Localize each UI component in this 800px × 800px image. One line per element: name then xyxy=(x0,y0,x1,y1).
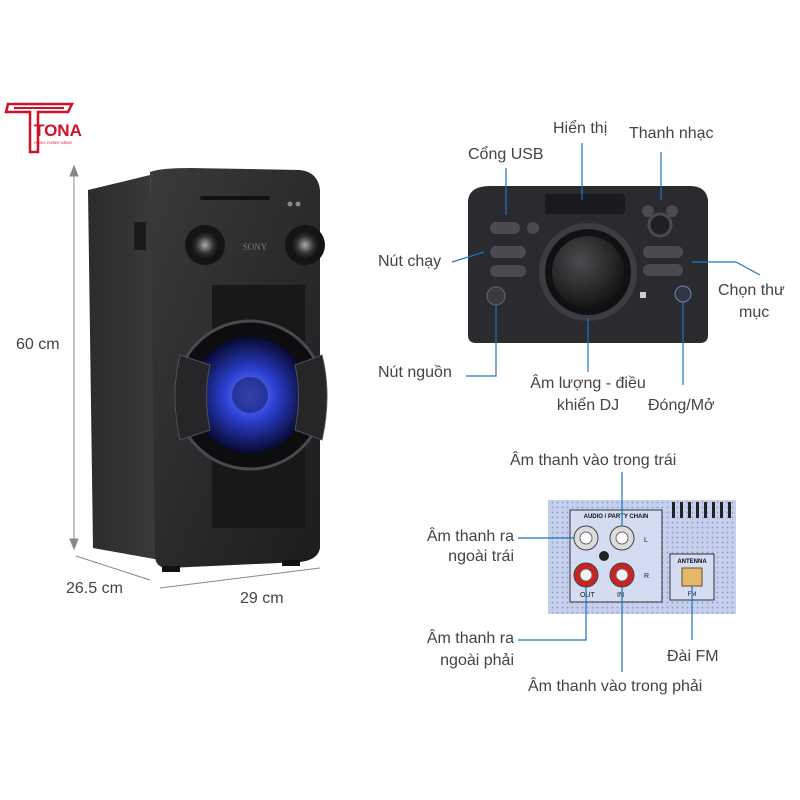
play-button-1 xyxy=(490,246,526,258)
vents xyxy=(672,502,731,518)
side-grill xyxy=(134,222,146,250)
speaker-side xyxy=(88,175,160,560)
audio-party-label: AUDIO / PARTY CHAIN xyxy=(584,514,649,520)
folder-button-1 xyxy=(643,246,683,258)
label-in-right: Âm thanh vào trong phải xyxy=(528,678,703,695)
r-label: R xyxy=(644,573,649,580)
display xyxy=(545,194,625,214)
label-out-right-1: Âm thanh ra xyxy=(426,630,514,647)
jack-in-left-inner xyxy=(615,531,629,545)
handle-right xyxy=(294,354,328,441)
woofer-dustcap xyxy=(232,377,268,413)
tweeter-right xyxy=(291,231,319,259)
label-play: Nút chạy xyxy=(378,253,442,270)
label-out-right-2: ngoài phải xyxy=(440,652,514,669)
dimension-lines xyxy=(69,164,321,589)
slot-led-2 xyxy=(295,201,301,207)
label-volume-2: khiển DJ xyxy=(556,397,620,414)
out-label: OUT xyxy=(580,592,596,599)
in-label: IN xyxy=(617,592,624,599)
label-open-close: Đóng/Mở xyxy=(648,397,715,414)
label-folder-2: mục xyxy=(739,304,770,321)
fm-connector xyxy=(681,567,703,587)
screw xyxy=(599,551,609,561)
vocal-button-2 xyxy=(666,205,678,217)
brand-logo: SONY xyxy=(243,242,268,252)
tona-logo-mark: TONA HÀNG CHÍNH HÃNG xyxy=(4,102,82,154)
vocal-knob xyxy=(647,212,673,238)
power-button xyxy=(486,286,506,306)
tweeter-left xyxy=(191,231,219,259)
foot-right xyxy=(282,560,300,566)
depth-line xyxy=(75,555,151,581)
speaker-body: SONY xyxy=(88,168,328,572)
height-arrow-bottom xyxy=(69,538,79,551)
label-power: Nút nguồn xyxy=(378,364,452,381)
label-out-left-1: Âm thanh ra xyxy=(426,528,514,545)
indicator-square xyxy=(640,292,646,298)
play-button-3 xyxy=(514,265,526,277)
label-vocal: Thanh nhạc xyxy=(629,125,714,142)
folder-button-2 xyxy=(643,264,683,276)
control-callouts xyxy=(451,143,761,385)
callout-power xyxy=(466,303,497,377)
jack-out-right-inner xyxy=(579,568,593,582)
label-fm: Đài FM xyxy=(667,648,719,665)
jack-out-left-inner xyxy=(579,531,593,545)
usb-port-button xyxy=(490,222,520,234)
label-in-left: Âm thanh vào trong trái xyxy=(510,452,677,469)
audio-box xyxy=(569,509,663,603)
vocal-button-1 xyxy=(642,205,654,217)
label-usb: Cổng USB xyxy=(468,146,544,163)
open-close-button xyxy=(674,285,692,303)
callout-folder xyxy=(735,261,761,276)
label-out-left-2: ngoài trái xyxy=(448,548,514,565)
rear-callouts xyxy=(518,472,693,672)
label-volume-1: Âm lượng - điều xyxy=(530,375,646,392)
width-line xyxy=(159,567,321,589)
volume-dj-knob-inner xyxy=(552,236,624,308)
label-folder-1: Chọn thư xyxy=(718,282,785,299)
depth-label: 26.5 cm xyxy=(66,580,123,597)
width-label: 29 cm xyxy=(240,590,284,607)
height-arrow-top xyxy=(69,164,79,177)
tona-logo: TONA HÀNG CHÍNH HÃNG xyxy=(4,100,84,165)
callout-out-right xyxy=(518,587,587,641)
height-label: 60 cm xyxy=(16,336,60,353)
logo-subtext: HÀNG CHÍNH HÃNG xyxy=(34,140,72,145)
rear-panel: AUDIO / PARTY CHAIN L R OUT IN ANTENNA F… xyxy=(548,500,736,614)
slot-led xyxy=(287,201,293,207)
label-display: Hiển thị xyxy=(553,120,608,137)
l-label: L xyxy=(644,537,648,544)
disc-slot xyxy=(200,196,270,200)
small-button-1 xyxy=(527,222,539,234)
control-panel xyxy=(468,186,708,343)
antenna-label: ANTENNA xyxy=(677,559,707,565)
logo-text: TONA xyxy=(34,121,82,140)
foot-left xyxy=(162,566,180,572)
handle-left xyxy=(174,354,211,441)
jack-in-right-inner xyxy=(615,568,629,582)
callout-play xyxy=(451,251,485,263)
